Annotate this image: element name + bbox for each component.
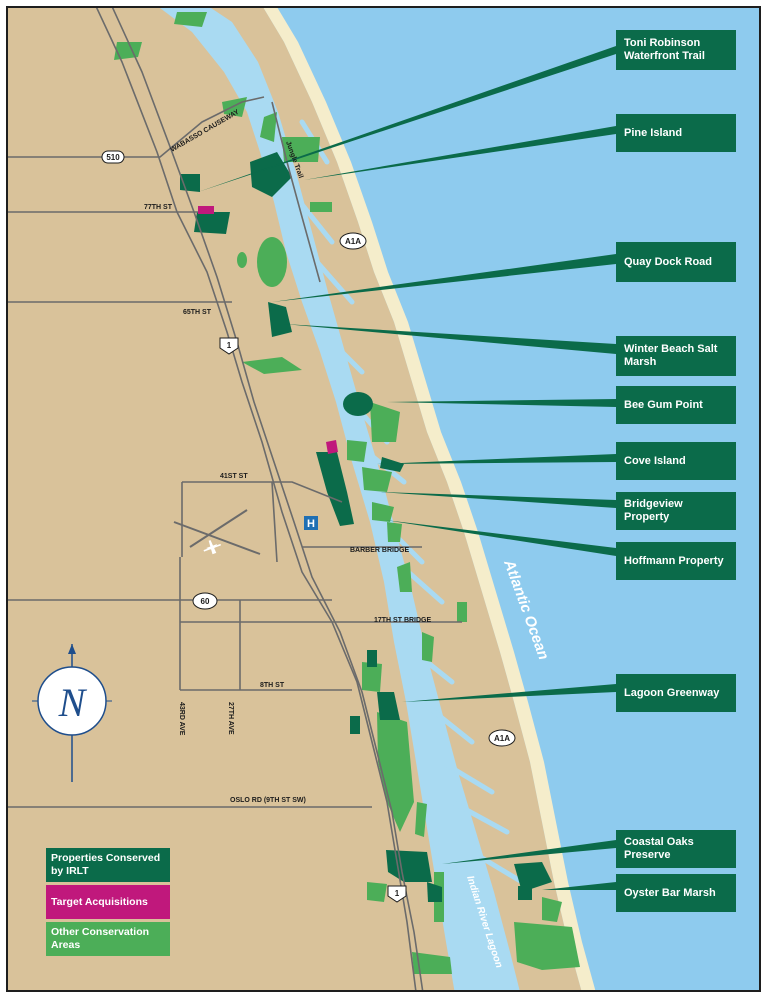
- legend-other-conservation: Other Conservation Areas: [46, 922, 170, 956]
- road-label-41st-st: 41ST ST: [220, 473, 248, 480]
- shield-us1-north: 1: [219, 337, 239, 355]
- callout-toni-robinson: Toni Robinson Waterfront Trail: [616, 30, 736, 70]
- svg-text:510: 510: [106, 153, 120, 162]
- road-label-65th-st: 65TH ST: [183, 309, 212, 316]
- road-label-17th-st-bridge: 17TH ST BRIDGE: [374, 617, 432, 624]
- other-conservation-areas: [114, 12, 580, 974]
- callout-hoffmann: Hoffmann Property: [616, 542, 736, 580]
- road-label-oslo-rd: OSLO RD (9TH ST SW): [230, 797, 306, 804]
- hospital-icon: H: [304, 516, 318, 530]
- compass-rose: N: [32, 644, 112, 782]
- svg-text:A1A: A1A: [494, 734, 510, 743]
- callout-lagoon-greenway: Lagoon Greenway: [616, 674, 736, 712]
- callout-quay-dock: Quay Dock Road: [616, 242, 736, 282]
- road-label-27th-ave: 27TH AVE: [227, 702, 234, 735]
- svg-text:60: 60: [201, 597, 210, 606]
- shield-us1-south: 1: [387, 885, 407, 903]
- callout-pine-island: Pine Island: [616, 114, 736, 152]
- shield-a1a-north: A1A: [339, 232, 367, 250]
- road-label-77th-st: 77TH ST: [144, 204, 173, 211]
- lagoon: [160, 8, 520, 990]
- airport-runways: [173, 509, 261, 555]
- legend-irlt-properties: Properties Conserved by IRLT: [46, 848, 170, 882]
- svg-text:1: 1: [395, 889, 400, 898]
- svg-text:A1A: A1A: [345, 237, 361, 246]
- road-label-8th-st: 8TH ST: [260, 682, 285, 689]
- beach: [263, 8, 596, 990]
- callout-coastal-oaks: Coastal Oaks Preserve: [616, 830, 736, 868]
- shield-cr510: 510: [101, 150, 125, 164]
- callout-winter-beach: Winter Beach Salt Marsh: [616, 336, 736, 376]
- callout-cove-island: Cove Island: [616, 442, 736, 480]
- airplane-icon: [203, 540, 222, 555]
- road-label-barber-bridge: BARBER BRIDGE: [350, 547, 409, 554]
- legend-target-acquisitions: Target Acquisitions: [46, 885, 170, 919]
- callout-bridgeview: Bridgeview Property: [616, 492, 736, 530]
- svg-text:H: H: [307, 518, 315, 530]
- road-label-43rd-ave: 43RD AVE: [178, 702, 185, 736]
- shield-a1a-south: A1A: [488, 729, 516, 747]
- callout-oyster-bar: Oyster Bar Marsh: [616, 874, 736, 912]
- compass-north-letter: N: [58, 680, 88, 725]
- callout-bee-gum: Bee Gum Point: [616, 386, 736, 424]
- shield-sr60: 60: [192, 592, 218, 610]
- target-acquisitions: [198, 206, 338, 454]
- map-frame: WABASSO CAUSEWAY Jungle Trail 77TH ST 65…: [6, 6, 761, 992]
- svg-text:1: 1: [227, 341, 232, 350]
- callout-leaders: [198, 46, 616, 890]
